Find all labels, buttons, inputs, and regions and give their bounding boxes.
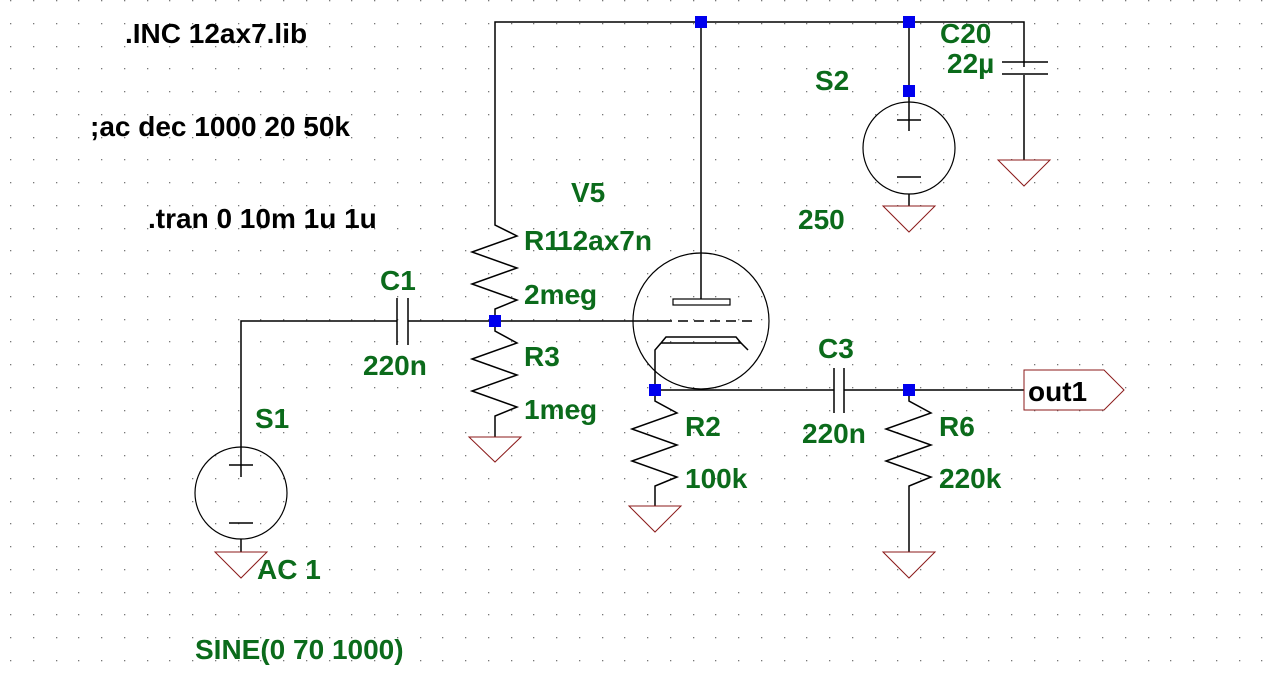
r1-value[interactable]: 2meg xyxy=(524,279,597,310)
directive-tran[interactable]: .tran 0 10m 1u 1u xyxy=(148,203,377,234)
capacitor-c1[interactable] xyxy=(396,298,409,345)
resistor-r6[interactable] xyxy=(883,390,934,495)
directive-ac[interactable]: ;ac dec 1000 20 50k xyxy=(90,111,350,142)
r6-value[interactable]: 220k xyxy=(939,463,1002,494)
r2-name[interactable]: R2 xyxy=(685,411,721,442)
r2-value[interactable]: 100k xyxy=(685,463,748,494)
wires xyxy=(240,21,1025,552)
c3-value[interactable]: 220n xyxy=(802,418,866,449)
tube-plate xyxy=(672,298,731,306)
ground-icon xyxy=(881,205,937,233)
junction-node xyxy=(649,384,661,396)
ground-icon xyxy=(881,551,937,579)
ground-icon xyxy=(213,551,269,579)
capacitor-c20[interactable] xyxy=(1002,61,1048,75)
directive-include[interactable]: .INC 12ax7.lib xyxy=(125,18,307,49)
r1-name[interactable]: R1 xyxy=(524,225,560,256)
junction-node xyxy=(903,85,915,97)
r3-value[interactable]: 1meg xyxy=(524,394,597,425)
s2-value[interactable]: 250 xyxy=(798,204,845,235)
wire-top-rail[interactable] xyxy=(494,21,1025,218)
grid-dots xyxy=(10,0,1263,662)
r3-name[interactable]: R3 xyxy=(524,341,560,372)
c20-name[interactable]: C20 xyxy=(940,18,991,49)
s1-name[interactable]: S1 xyxy=(255,403,289,434)
c20-value[interactable]: 22µ xyxy=(947,48,994,79)
s1-value-ac[interactable]: AC 1 xyxy=(257,554,321,585)
voltage-source-s1[interactable] xyxy=(194,446,288,540)
resistor-r3[interactable] xyxy=(469,321,520,425)
junction-node xyxy=(903,16,915,28)
resistor-r2[interactable] xyxy=(629,390,680,495)
c1-value[interactable]: 220n xyxy=(363,350,427,381)
c3-name[interactable]: C3 xyxy=(818,333,854,364)
c1-name[interactable]: C1 xyxy=(380,265,416,296)
junction-node xyxy=(695,16,707,28)
net-label-out1[interactable]: out1 xyxy=(1023,369,1125,411)
ground-icon xyxy=(467,436,523,463)
wire-input[interactable] xyxy=(240,320,397,447)
voltage-source-s2[interactable] xyxy=(862,101,956,195)
tube-cathode-lead xyxy=(654,342,662,390)
net-label-text: out1 xyxy=(1028,376,1087,407)
capacitor-c3[interactable] xyxy=(833,368,845,413)
tube-cathode xyxy=(660,336,743,344)
junction-node xyxy=(489,315,501,327)
junction-nodes xyxy=(489,16,915,396)
v5-model[interactable]: 12ax7n xyxy=(557,225,652,256)
s2-name[interactable]: S2 xyxy=(815,65,849,96)
triode-v5[interactable] xyxy=(632,252,770,390)
r6-name[interactable]: R6 xyxy=(939,411,975,442)
junction-node xyxy=(903,384,915,396)
s1-value-sine[interactable]: SINE(0 70 1000) xyxy=(195,634,404,665)
v5-name[interactable]: V5 xyxy=(571,177,605,208)
ground-icon xyxy=(627,505,683,533)
resistor-r1[interactable] xyxy=(469,218,520,321)
ground-icon xyxy=(996,159,1052,187)
